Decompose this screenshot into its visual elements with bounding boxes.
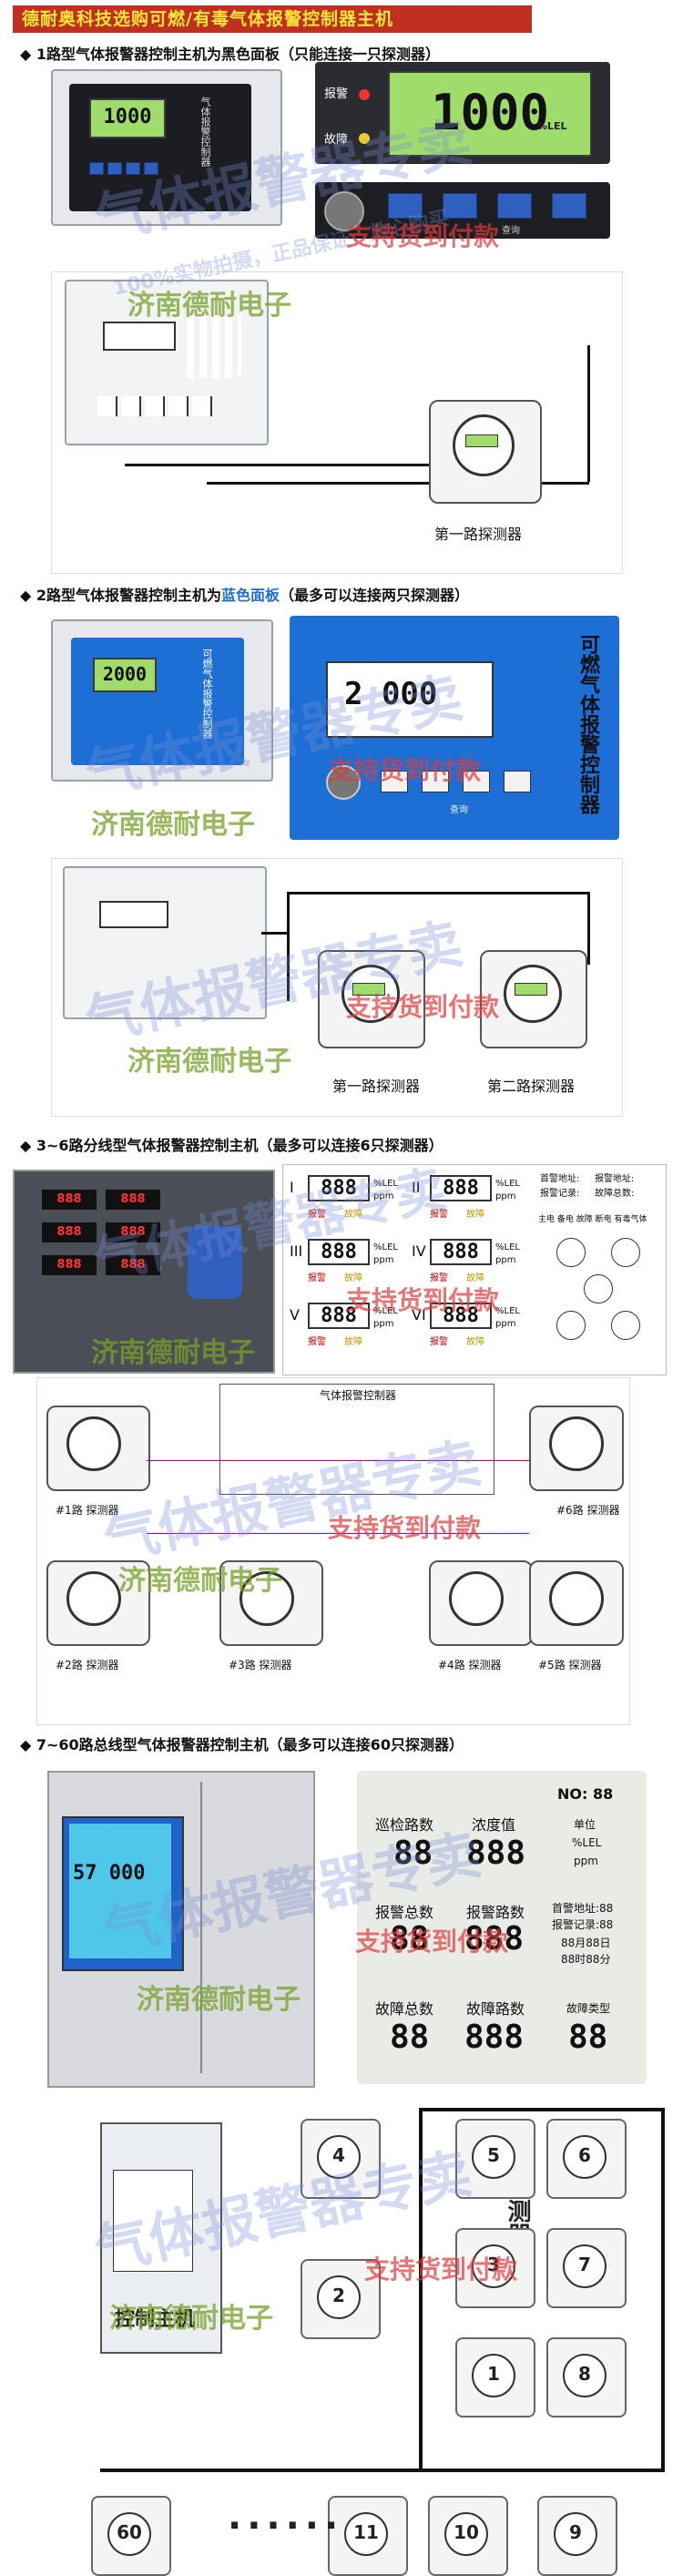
channel-5: V 888 %LEL ppm 报警 故障 xyxy=(290,1303,398,1347)
section-2-title: ◆ 2路型气体报警器控制主机为蓝色面板（最多可以连接两只探测器） xyxy=(20,587,470,604)
channel-2: II 888 %LEL ppm 报警 故障 xyxy=(412,1175,520,1220)
btn-3[interactable] xyxy=(463,771,490,792)
watermark-support: 支持货到付款 xyxy=(346,221,500,251)
key-5[interactable] xyxy=(611,1311,640,1340)
zoom-display-1ch: 报警 故障 1000 %LEL xyxy=(315,62,610,164)
section-3-title: ◆ 3~6路分线型气体报警器控制主机（最多可以连接6只探测器） xyxy=(20,1137,443,1154)
section-1-title: ◆ 1路型气体报警器控制主机为黑色面板（只能连接一只探测器） xyxy=(20,46,441,63)
bus-node-number: 2 xyxy=(317,2275,361,2319)
top-banner: 德耐奥科技选购可燃/有毒气体报警控制器主机 xyxy=(0,0,683,40)
host-label: 控制主机 xyxy=(115,2308,196,2331)
detector-2ch-1-label: 第一路探测器 xyxy=(332,1078,421,1095)
diagram-screen xyxy=(103,322,176,351)
zoom-panel-2ch: 2 000 可燃气体报警控制器 查询 xyxy=(290,616,619,840)
bus-node-8: 8 xyxy=(546,2337,627,2418)
key-1[interactable] xyxy=(556,1238,586,1267)
bus-node-number: 3 xyxy=(472,2244,515,2288)
watermark-company: 济南德耐电子 xyxy=(127,290,291,322)
zoom-buttons-1ch: 查询 xyxy=(315,182,610,239)
btn-4[interactable] xyxy=(504,771,531,792)
device-1ch-screen: 1000 xyxy=(89,98,166,138)
bus-node-number: 60 xyxy=(107,2512,151,2556)
zoom-unit: %LEL xyxy=(537,120,567,132)
bus-node-1: 1 xyxy=(455,2337,535,2418)
wiring-diagram-1ch: 第一路探测器 xyxy=(51,271,623,574)
channel-4: IV 888 %LEL ppm 报警 故障 xyxy=(412,1239,520,1283)
bus-device-reading: 57 000 xyxy=(73,1862,146,1885)
btn-2[interactable] xyxy=(422,771,449,792)
wiring-diagram-2ch: 第一路探测器 第二路探测器 xyxy=(51,858,623,1117)
device-1ch-vertical-text: 气体报警控制器 xyxy=(199,97,211,167)
detector-2ch-2-label: 第二路探测器 xyxy=(487,1078,576,1095)
device-6ch-photo: 888 888 888 888 888 888 xyxy=(13,1170,275,1374)
bus-node-number: 5 xyxy=(472,2135,515,2179)
detector-2ch-2 xyxy=(480,950,587,1048)
zoom-2ch-vertical-text: 可燃气体报警控制器 xyxy=(576,634,599,814)
btn-d[interactable] xyxy=(144,162,158,175)
detector-1 xyxy=(429,400,542,504)
bus-node-number: 7 xyxy=(563,2244,607,2288)
bus-node-6: 6 xyxy=(546,2119,627,2199)
detector-1-label: 第一路探测器 xyxy=(434,526,523,543)
diagram-host-2ch xyxy=(63,866,267,1019)
bus-node-3: 3 xyxy=(455,2228,535,2308)
device-2ch-photo: 2000 可燃气体报警控制器 xyxy=(51,619,273,782)
btn-1[interactable] xyxy=(381,771,408,792)
bus-lcd-panel: NO: 88 巡检路数 88 浓度值 888 单位 %LEL ppm 报警总数 … xyxy=(357,1771,647,2084)
zoom-2ch-screen xyxy=(326,661,494,738)
bus-node-7: 7 xyxy=(546,2228,627,2308)
device-2ch-screen: 2000 xyxy=(93,658,157,692)
bus-node-number: 6 xyxy=(563,2135,607,2179)
bus-node-60: 60 xyxy=(91,2496,171,2576)
wiring-6ch-host xyxy=(219,1384,494,1495)
bus-node-number: 9 xyxy=(554,2512,597,2556)
key-4[interactable] xyxy=(556,1311,586,1340)
fault-led xyxy=(359,133,370,144)
bus-node-9: 9 xyxy=(537,2496,617,2576)
zoom-btn-2[interactable] xyxy=(443,193,477,219)
btn-b[interactable] xyxy=(107,162,122,175)
device-1ch-photo: 1000 气体报警控制器 xyxy=(51,69,282,226)
query-label: 查询 xyxy=(502,226,520,236)
ellipsis: ...... xyxy=(228,2496,344,2538)
zoom-screen-reading: 1000 xyxy=(388,71,592,157)
bus-node-11: 11 xyxy=(328,2496,408,2576)
btn-a[interactable] xyxy=(89,162,104,175)
key-2[interactable] xyxy=(611,1238,640,1267)
channel-3: III 888 %LEL ppm 报警 故障 xyxy=(290,1239,398,1283)
channel-6: VI 888 %LEL ppm 报警 故障 xyxy=(412,1303,520,1347)
channel-1: I 888 %LEL ppm 报警 故障 xyxy=(290,1175,398,1220)
banner-title: 德耐奥科技选购可燃/有毒气体报警控制器主机 xyxy=(13,5,532,33)
bus-host: 控制主机 xyxy=(100,2122,222,2354)
alarm-led xyxy=(359,89,370,100)
bus-node-number: 10 xyxy=(444,2512,488,2556)
zoom-btn-4[interactable] xyxy=(552,193,586,219)
bus-node-number: 4 xyxy=(317,2135,361,2179)
section-4-title: ◆ 7~60路总线型气体报警器控制主机（最多可以连接60只探测器） xyxy=(20,1736,464,1753)
bus-node-10: 10 xyxy=(428,2496,508,2576)
connector-icon xyxy=(326,765,361,800)
detector-2ch-1 xyxy=(318,950,425,1048)
connector-icon xyxy=(324,191,364,231)
fault-label: 故障 xyxy=(324,133,349,147)
bus-node-5: 5 xyxy=(455,2119,535,2199)
alarm-label: 报警 xyxy=(324,87,349,101)
btn-c[interactable] xyxy=(126,162,140,175)
zoom-2ch-reading: 2 000 xyxy=(344,676,438,712)
diagram-host-1ch xyxy=(65,280,269,445)
device-bus-photo: 57 000 xyxy=(47,1771,315,2088)
bus-node-4: 4 xyxy=(301,2119,381,2199)
bus-node-number: 8 xyxy=(563,2354,607,2397)
key-3[interactable] xyxy=(584,1274,613,1303)
wiring-diagram-6ch: 气体报警控制器 #1路 探测器 #2路 探测器 #3路 探测器 #4路 探测器 … xyxy=(36,1377,630,1725)
bus-node-2: 2 xyxy=(301,2259,381,2339)
bus-node-number: 1 xyxy=(472,2354,515,2397)
zoom-btn-1[interactable] xyxy=(388,193,423,219)
bus-node-number: 11 xyxy=(344,2512,388,2556)
zoom-btn-3[interactable] xyxy=(497,193,532,219)
